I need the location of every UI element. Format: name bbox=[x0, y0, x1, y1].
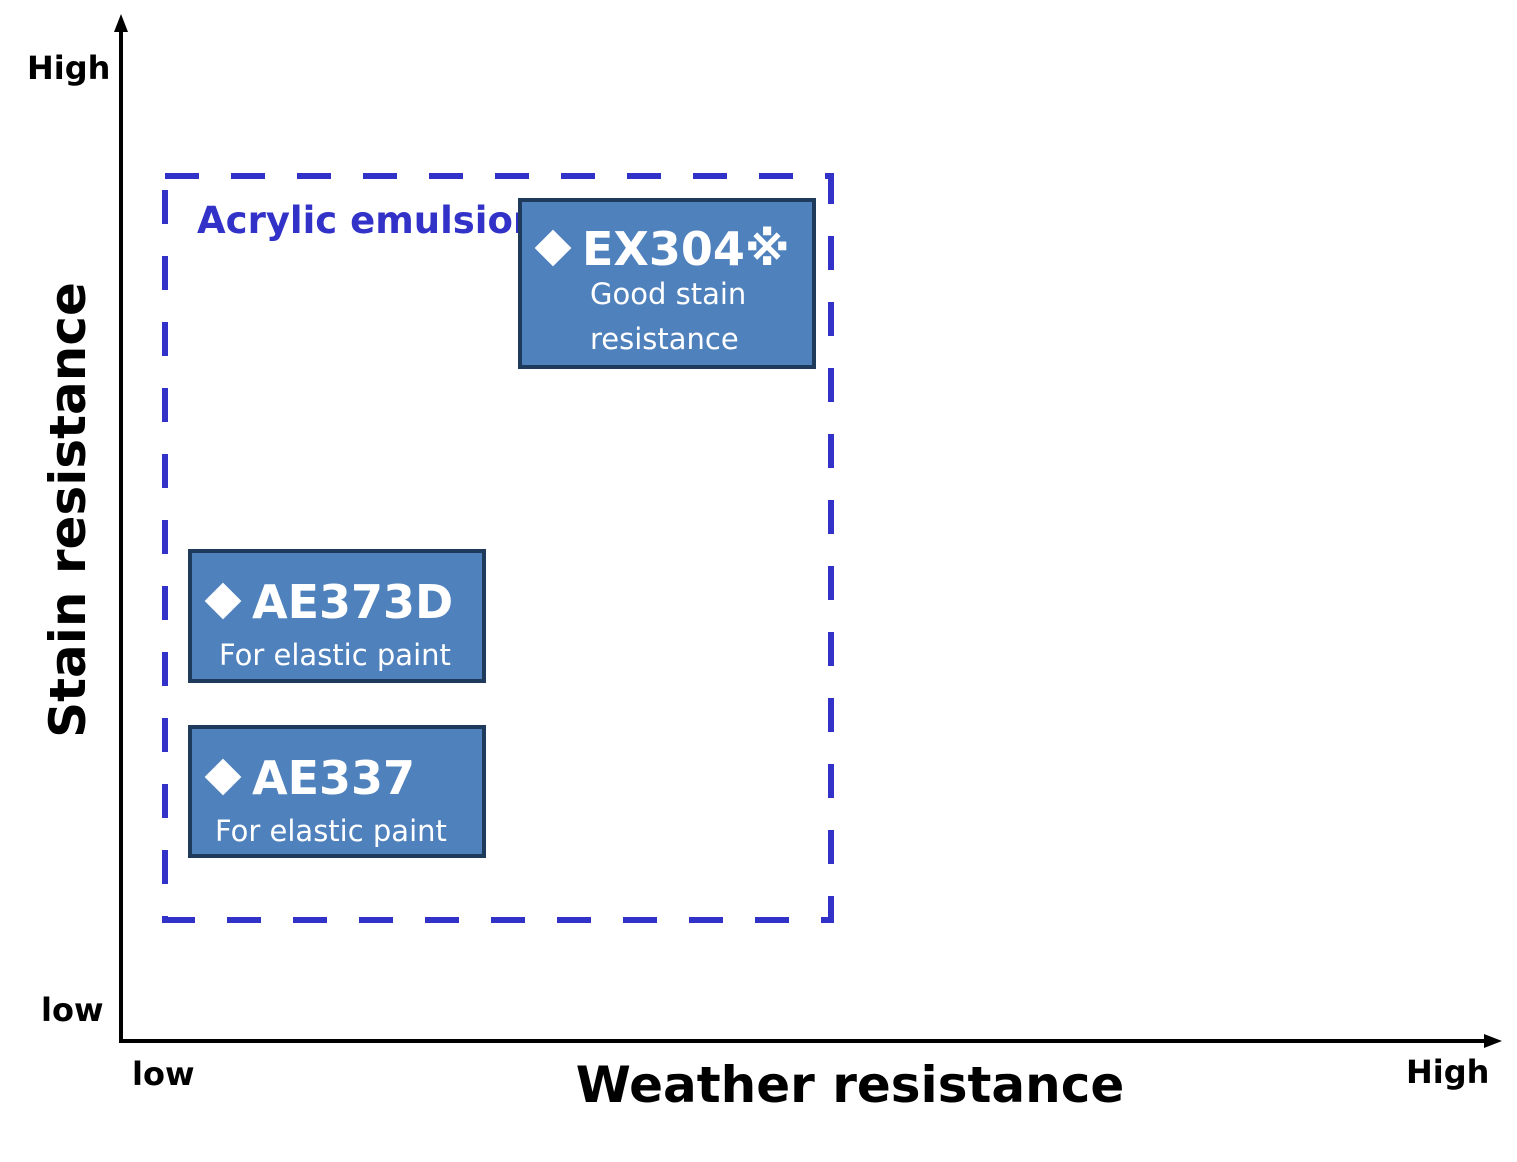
y-axis-low-label: low bbox=[41, 991, 104, 1029]
x-axis-arrowhead bbox=[1484, 1034, 1502, 1048]
diamond-icon bbox=[534, 229, 572, 267]
product-description-line: resistance bbox=[590, 322, 739, 356]
product-description-line: Good stain bbox=[590, 277, 747, 311]
x-axis-title: Weather resistance bbox=[575, 1056, 1125, 1114]
y-axis-title: Stain resistance bbox=[39, 282, 97, 738]
x-axis-high-label: High bbox=[1406, 1053, 1490, 1091]
product-heading: AE373D bbox=[204, 579, 453, 625]
product-name: AE373D bbox=[252, 575, 454, 629]
y-axis-arrowhead bbox=[114, 14, 128, 32]
product-box-ex304: EX304※ Good stain resistance bbox=[518, 198, 816, 369]
acrylic-emulsion-group-border bbox=[162, 173, 834, 923]
diamond-icon bbox=[204, 582, 242, 620]
y-axis-high-label: High bbox=[27, 49, 111, 87]
note-mark: ※ bbox=[744, 222, 790, 276]
group-label: Acrylic emulsion bbox=[197, 199, 540, 242]
product-heading: EX304※ bbox=[534, 226, 790, 272]
product-heading: AE337 bbox=[204, 755, 415, 801]
diamond-icon bbox=[204, 758, 242, 796]
x-axis-low-label: low bbox=[132, 1055, 195, 1093]
product-name: AE337 bbox=[252, 751, 416, 805]
product-description-line: For elastic paint bbox=[219, 638, 451, 672]
product-box-ae337: AE337 For elastic paint bbox=[188, 725, 486, 858]
product-name: EX304 bbox=[582, 222, 745, 276]
product-box-ae373d: AE373D For elastic paint bbox=[188, 549, 486, 683]
product-description-line: For elastic paint bbox=[215, 814, 447, 848]
